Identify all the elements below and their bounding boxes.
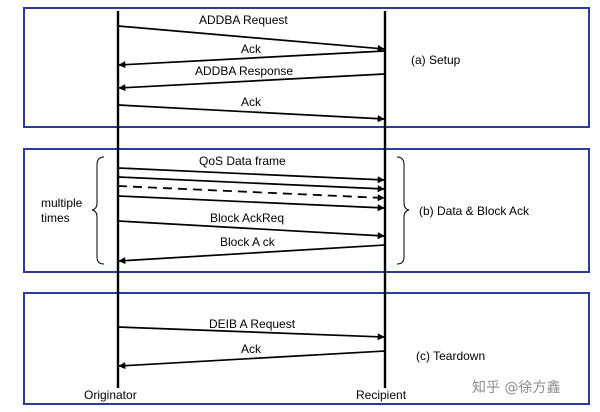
block-ack-req-arrow	[117, 220, 385, 240]
qos-data-frame-label: QoS Data frame	[199, 154, 286, 168]
originator-label: Originator	[84, 388, 137, 402]
addba-response-arrow	[118, 73, 386, 92]
block-ack-arrow	[118, 244, 386, 265]
setup-phase-label: (a) Setup	[411, 53, 461, 67]
ack-2-arrow	[117, 104, 385, 123]
multiple-times-line2: times	[41, 211, 70, 225]
right-brace	[396, 156, 410, 265]
addba-request-label: ADDBA Request	[199, 13, 288, 27]
qos-data-arrow-2	[117, 176, 385, 193]
teardown-phase-box	[23, 292, 590, 405]
data-block-ack-phase-label: (b) Data & Block Ack	[419, 204, 530, 218]
ack-3-arrow	[118, 350, 386, 370]
setup-phase-box	[23, 7, 590, 128]
qos-data-arrow-3	[117, 195, 385, 212]
delba-request-label: DEIB A Request	[209, 317, 296, 331]
left-brace	[91, 156, 105, 265]
ack-1-label: Ack	[241, 42, 262, 56]
ack-2-label: Ack	[241, 95, 262, 109]
qos-data-arrow-1	[117, 167, 385, 184]
delba-request-arrow	[117, 326, 385, 341]
block-ack-label: Block A ck	[220, 235, 276, 249]
ack-3-label: Ack	[241, 342, 262, 356]
multiple-times-line1: multiple	[41, 196, 83, 210]
watermark-text: 知乎 @徐方鑫	[472, 379, 560, 396]
ack-1-arrow	[118, 50, 386, 69]
block-ack-req-label: Block AckReq	[210, 211, 284, 225]
addba-response-label: ADDBA Response	[195, 64, 293, 78]
recipient-label: Recipient	[356, 388, 407, 402]
data-block-ack-phase-box	[23, 148, 590, 273]
addba-request-arrow	[117, 25, 385, 52]
teardown-phase-label: (c) Teardown	[416, 349, 485, 363]
